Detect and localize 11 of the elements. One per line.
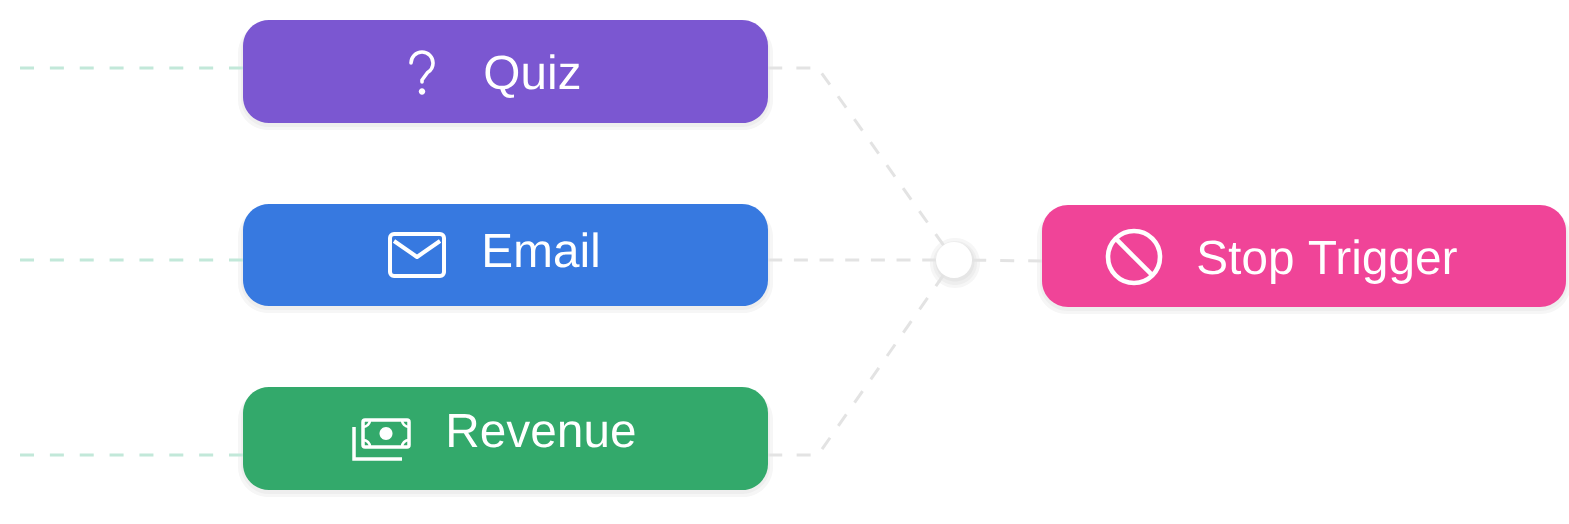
connector-line	[972, 258, 1042, 263]
step-box: Quiz	[238, 20, 773, 130]
connector-line	[20, 258, 243, 262]
connector-line	[768, 274, 945, 457]
connector-line	[20, 453, 243, 457]
connector-line	[20, 66, 243, 70]
connector-line	[768, 66, 945, 246]
step-box: Stop Trigger	[1037, 205, 1569, 314]
junction-dot	[930, 238, 980, 288]
step-box: Revenue	[238, 387, 773, 497]
step-box: Email	[238, 204, 773, 313]
